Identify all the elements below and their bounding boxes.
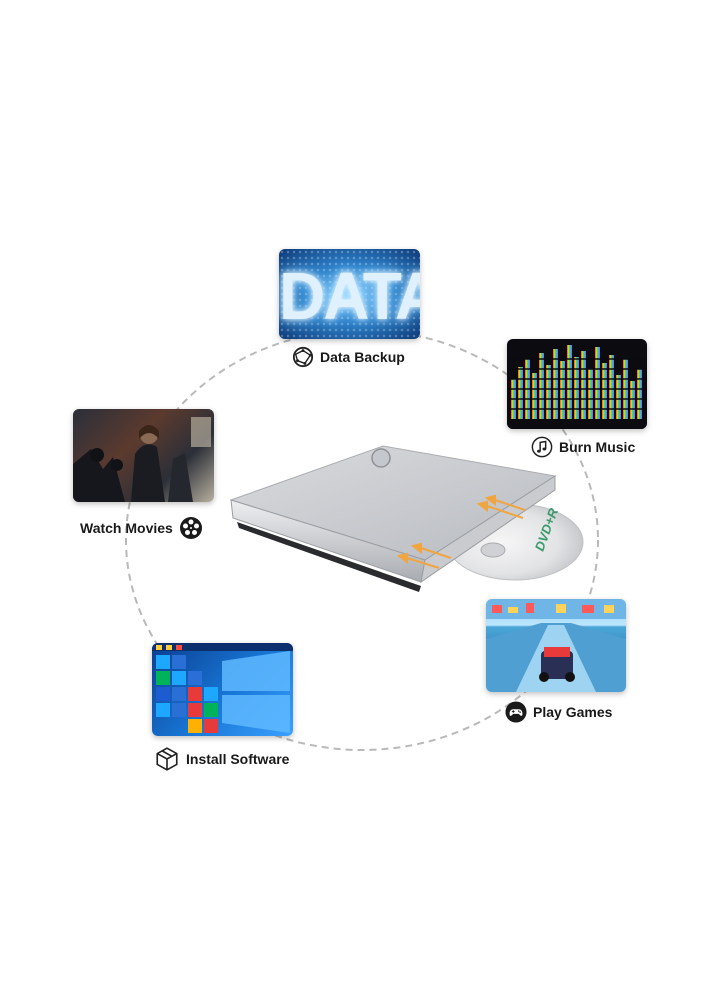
film-reel-icon xyxy=(179,517,202,539)
play-games-label-row: Play Games xyxy=(505,701,612,723)
equalizer-bars xyxy=(507,345,647,429)
play-games-label: Play Games xyxy=(533,704,613,720)
insert-arrows xyxy=(396,494,526,569)
music-note-icon xyxy=(531,436,553,458)
burn-music-label: Burn Music xyxy=(559,439,636,455)
data-backup-label: Data Backup xyxy=(320,349,405,365)
eject-button xyxy=(371,448,391,468)
install-software-label-row: Install Software xyxy=(154,746,289,772)
install-software-label: Install Software xyxy=(186,751,290,767)
watch-movies-image xyxy=(73,409,214,502)
data-image-text: DATA xyxy=(279,258,420,334)
burn-music-image xyxy=(507,339,647,429)
burn-music-label-row: Burn Music xyxy=(531,436,635,458)
external-dvd-drive: DVD+R xyxy=(229,445,584,592)
package-box-icon xyxy=(156,747,178,771)
globe-network-icon xyxy=(292,346,314,368)
gamepad-icon xyxy=(505,701,527,723)
data-backup-image: DATA xyxy=(279,249,420,339)
watch-movies-label-row: Watch Movies xyxy=(80,516,203,540)
play-games-image xyxy=(486,599,626,692)
install-software-image xyxy=(152,643,293,736)
data-backup-label-row: Data Backup xyxy=(292,346,405,368)
watch-movies-label: Watch Movies xyxy=(80,520,173,536)
